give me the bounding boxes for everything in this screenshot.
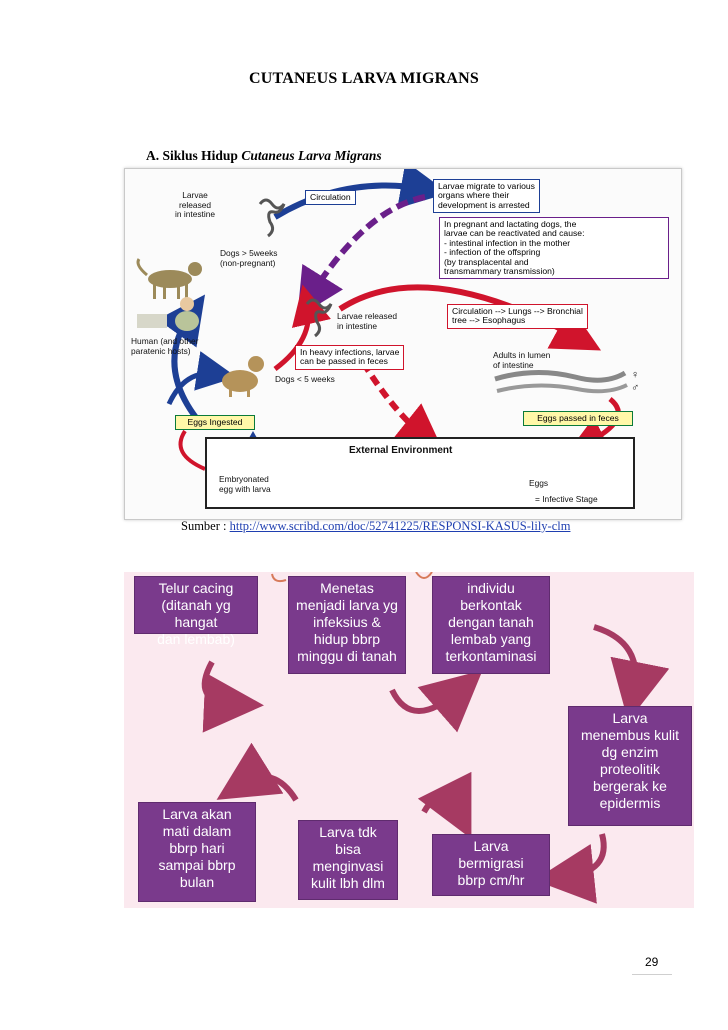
human-image	[137, 297, 199, 331]
decor-arc	[271, 573, 287, 583]
arrow-4-5	[534, 833, 607, 904]
box-circulation: Circulation	[305, 190, 356, 206]
label-larvae-released-2: Larvae released in intestine	[337, 311, 398, 331]
source-link[interactable]: http://www.scribd.com/doc/52741225/RESPO…	[229, 519, 571, 533]
box-eggs-passed-feces: Eggs passed in feces	[523, 411, 633, 427]
external-environment-title: External Environment	[349, 445, 453, 456]
source-citation: Sumber : http://www.scribd.com/doc/52741…	[181, 519, 570, 534]
adult-worm-female	[494, 370, 627, 383]
box-heavy-infections: In heavy infections, larvae can be passe…	[295, 345, 405, 370]
arrow-blue-dog	[166, 351, 237, 406]
page-number: 29	[645, 955, 659, 969]
label-eggs: Eggs	[529, 478, 549, 488]
section-heading: A. Siklus Hidup Cutaneus Larva Migrans	[146, 148, 382, 164]
box-pregnant-dogs: In pregnant and lactating dogs, the larv…	[439, 217, 669, 280]
box-larvae-migrate: Larvae migrate to various organs where t…	[433, 179, 540, 214]
external-environment-box: External Environment	[205, 437, 635, 509]
box-eggs-ingested: Eggs Ingested	[175, 415, 255, 431]
adult-worm-male	[496, 383, 628, 394]
larva-worm-middle	[305, 298, 333, 338]
label-dogs-under-5weeks: Dogs < 5 weeks	[275, 374, 335, 384]
flow-box-telur-cacing: Telur cacing (ditanah yg hangat dan lemb…	[134, 576, 258, 647]
dog-adult-image	[136, 258, 202, 299]
box-circulation-lungs: Circulation --> Lungs --> Bronchial tree…	[447, 304, 588, 329]
puppy-image	[222, 356, 264, 397]
life-cycle-diagram: Larvae released in intestine Dogs > 5wee…	[124, 168, 682, 520]
label-adults-lumen: Adults in lumen of intestine	[493, 350, 551, 370]
section-italic: Cutaneus Larva Migrans	[241, 148, 382, 163]
decor-arc-2	[415, 572, 433, 579]
label-embryonated-egg: Embryonated egg with larva	[219, 474, 271, 494]
male-symbol: ♂	[631, 382, 640, 394]
label-human: Human (and other paratenic hosts)	[131, 336, 199, 356]
arrow-2-3	[389, 670, 483, 733]
arrow-6-7	[216, 742, 299, 802]
flow-arrows	[201, 572, 670, 904]
section-prefix: A. Siklus Hidup	[146, 148, 242, 163]
flow-box-larva-akan-mati: Larva akan mati dalam bbrp hari sampai b…	[138, 802, 256, 902]
arrow-5-6	[417, 771, 472, 839]
page-title: CUTANEUS LARVA MIGRANS	[249, 70, 479, 87]
arrow-blue-top	[273, 169, 449, 220]
flow-diagram: Telur cacing (ditanah yg hangat dan lemb…	[124, 572, 694, 908]
arrow-1-2	[201, 660, 264, 733]
flow-box-individu-berkontak: individu berkontak dengan tanah lembab y…	[432, 576, 550, 674]
female-symbol: ♀	[631, 369, 640, 381]
source-prefix: Sumber :	[181, 519, 230, 533]
arrow-red-dashed	[352, 347, 444, 452]
larva-worm-top	[258, 198, 286, 238]
arrow-red-left	[273, 284, 331, 371]
arrow-purple-dashed	[297, 194, 426, 318]
arrow-red-bottom-left	[178, 429, 206, 471]
flow-box-larva-bermigrasi: Larva bermigrasi bbrp cm/hr	[432, 834, 550, 896]
page-number-rule	[632, 974, 672, 975]
label-infective-stage: = Infective Stage	[535, 494, 598, 504]
flow-box-menetas: Menetas menjadi larva yg infeksius & hid…	[288, 576, 406, 674]
flow-box-larva-menembus: Larva menembus kulit dg enzim proteoliti…	[568, 706, 692, 826]
label-larvae-released: Larvae released in intestine	[175, 190, 216, 219]
arrow-3-4	[593, 624, 670, 722]
flow-box-larva-tdk-bisa: Larva tdk bisa menginvasi kulit lbh dlm	[298, 820, 398, 900]
label-dogs-over-5weeks: Dogs > 5weeks (non-pregnant)	[220, 248, 278, 268]
